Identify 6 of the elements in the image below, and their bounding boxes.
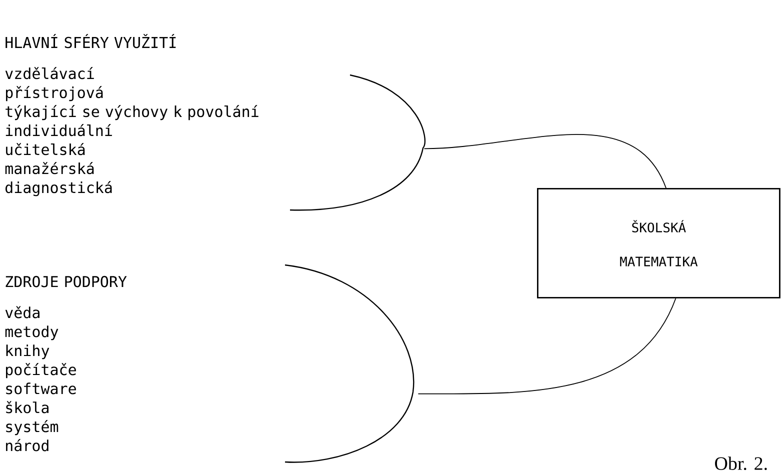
bracketed-list: ZDROJE PODPORY věda metody knihy počítače software škola systém národ — [5, 264, 414, 463]
connector-curve — [418, 298, 676, 394]
connector-curve — [424, 134, 666, 188]
box: ŠKOLSKÁ MATEMATIKA — [537, 188, 780, 298]
bracketed-list: HLAVNÍ SFÉRY VYUŽITÍ vzdělávací přístrojová týkající se výchovy k povolání individuální učitelská manažérská diagnostická — [5, 34, 426, 211]
caption: Obr. 2. — [715, 456, 767, 470]
